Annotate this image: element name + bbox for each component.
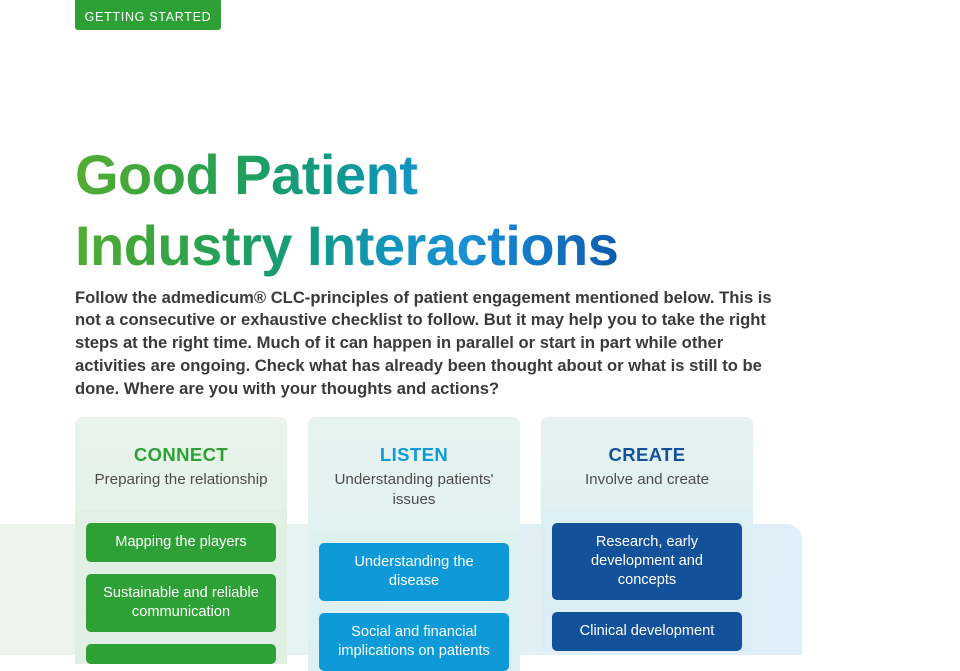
column-create-subtitle: Involve and create <box>584 471 710 489</box>
column-listen: LISTEN Understanding patients' issues Un… <box>308 417 520 671</box>
column-create-title: CREATE <box>608 444 686 465</box>
column-connect: CONNECT Preparing the relationship Mappi… <box>75 417 287 671</box>
column-create: CREATE Involve and create Research, earl… <box>541 417 753 671</box>
getting-started-badge: GETTING STARTED <box>75 0 221 30</box>
column-create-header: CREATE Involve and create <box>541 417 753 511</box>
column-listen-subtitle: Understanding patients' issues <box>334 471 494 509</box>
getting-started-badge-label: GETTING STARTED <box>84 10 212 24</box>
chip-listen-2[interactable]: Social and financial implications on pat… <box>319 613 509 671</box>
column-listen-header: LISTEN Understanding patients' issues <box>308 417 520 531</box>
column-listen-items: Understanding the disease Social and fin… <box>308 530 520 671</box>
page-title: Good Patient Industry Interactions <box>75 139 618 282</box>
column-connect-items: Mapping the players Sustainable and reli… <box>75 510 287 665</box>
column-connect-title: CONNECT <box>133 444 229 465</box>
chip-listen-1[interactable]: Understanding the disease <box>319 543 509 602</box>
column-connect-subtitle: Preparing the relationship <box>94 471 268 489</box>
column-listen-title: LISTEN <box>379 444 449 465</box>
chip-create-2[interactable]: Clinical development <box>552 612 742 652</box>
chip-connect-3[interactable] <box>86 644 276 665</box>
chip-connect-1[interactable]: Mapping the players <box>86 523 276 563</box>
principles-columns: CONNECT Preparing the relationship Mappi… <box>75 417 763 671</box>
page-title-line-1: Good Patient <box>75 142 418 206</box>
chip-connect-2[interactable]: Sustainable and reliable communication <box>86 574 276 633</box>
intro-paragraph: Follow the admedicum® CLC-principles of … <box>75 287 772 398</box>
chip-create-1[interactable]: Research, early development and concepts <box>552 523 742 601</box>
column-create-items: Research, early development and concepts… <box>541 510 753 652</box>
page-title-line-2: Industry Interactions <box>75 214 619 278</box>
column-connect-header: CONNECT Preparing the relationship <box>75 417 287 511</box>
